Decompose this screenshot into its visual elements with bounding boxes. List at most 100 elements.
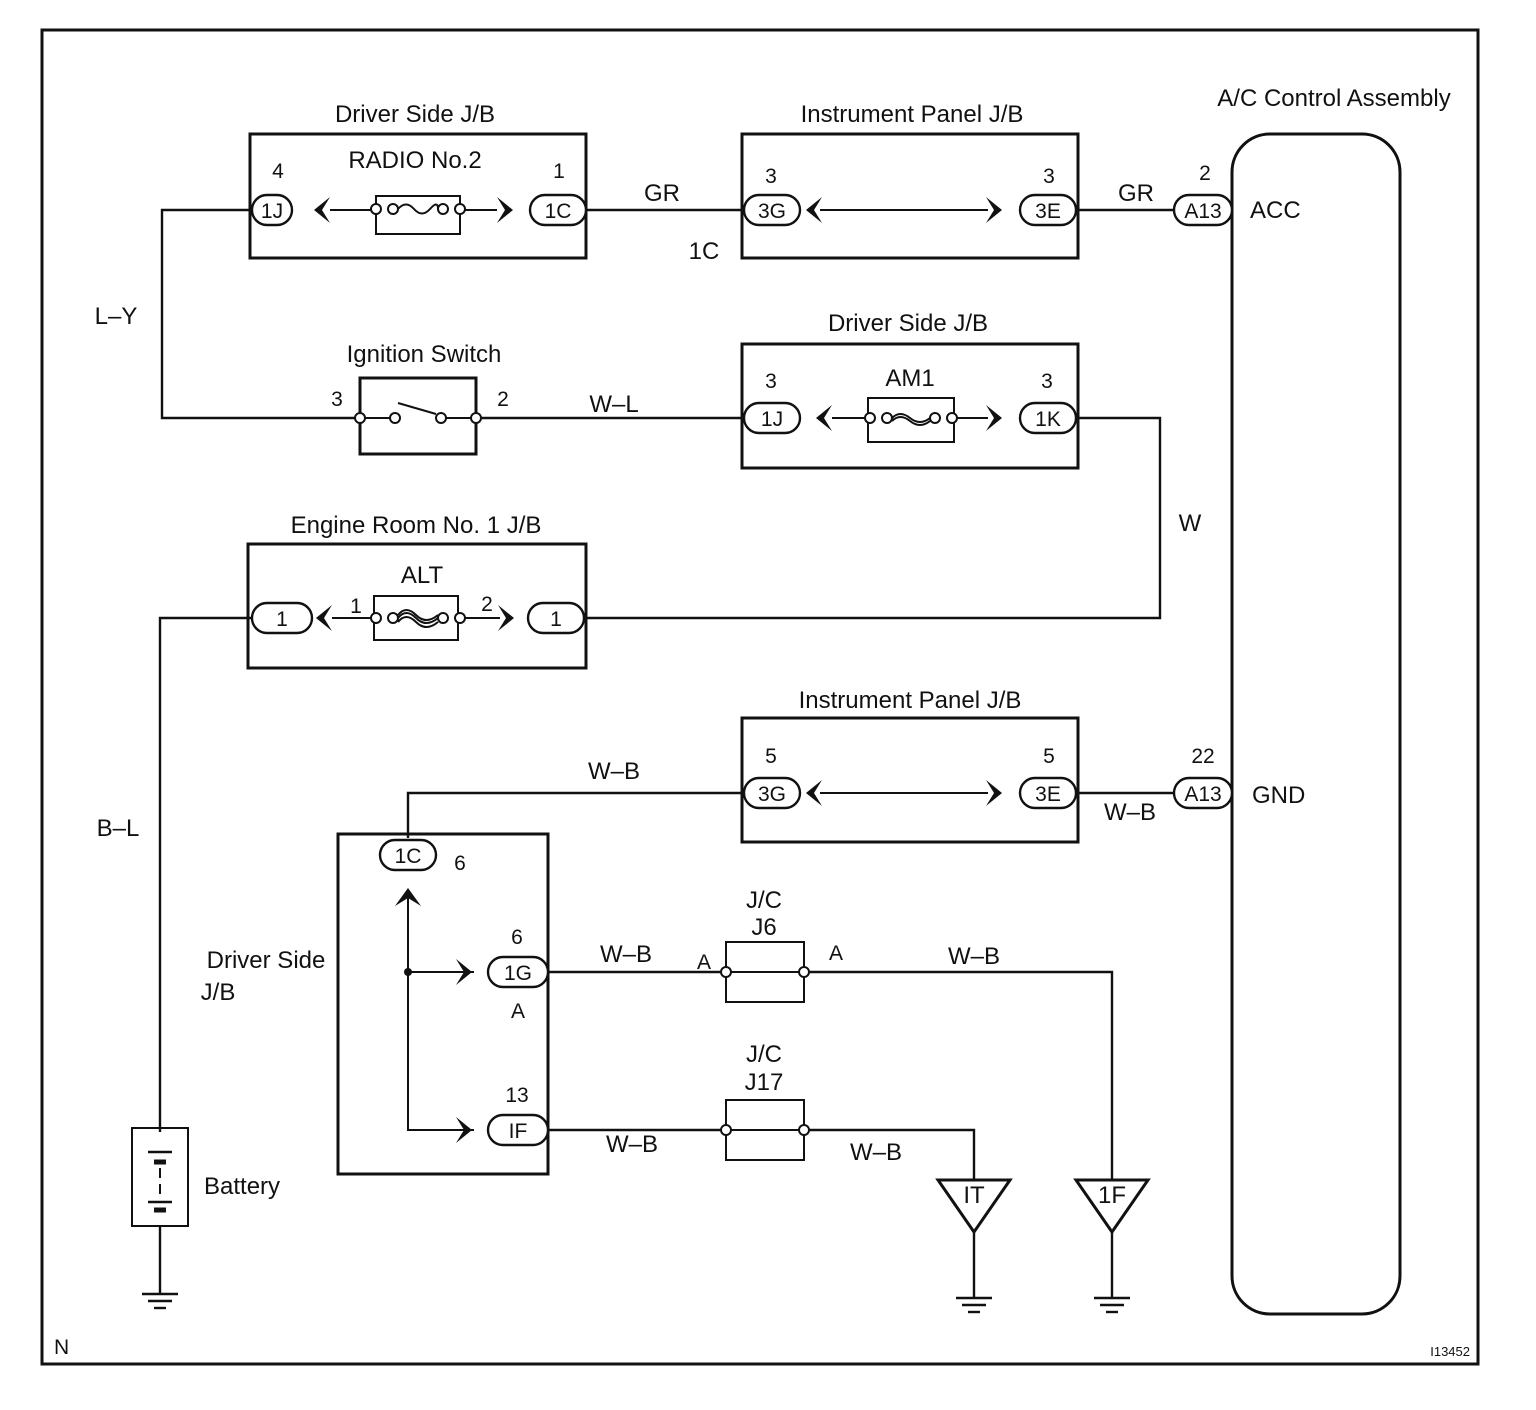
pin-13-if-label: 13 <box>505 1084 528 1107</box>
pin-2-a13-label: 2 <box>1199 162 1211 185</box>
connector-1j-top-label: 1J <box>261 200 283 223</box>
instrument-panel-jb-top-title: Instrument Panel J/B <box>801 101 1024 128</box>
am1-fuse-label: AM1 <box>885 365 934 392</box>
pin-3-1j-label: 3 <box>765 370 777 393</box>
connector-a13-gnd-label: A13 <box>1184 783 1221 806</box>
wire-w-b-top-label: W–B <box>588 758 640 785</box>
arrow-icon <box>456 1117 472 1143</box>
connector-1c-bottom <box>378 838 438 872</box>
wire-w-b-j6-right-label: W–B <box>948 943 1000 970</box>
pin-3-1k-label: 3 <box>1041 370 1053 393</box>
instrument-panel-jb-bottom-box <box>740 716 1080 844</box>
connector-engine-right-label: 1 <box>550 608 562 631</box>
wire-gr-2-label: GR <box>1118 180 1154 207</box>
arrow-icon <box>314 197 330 223</box>
driver-side-jb-mid-box <box>740 342 1080 470</box>
radio-no2-fuse-label: RADIO No.2 <box>348 147 481 174</box>
battery-icon <box>131 1127 189 1227</box>
engine-room-jb-title: Engine Room No. 1 J/B <box>291 512 542 539</box>
alt-fuse-label: ALT <box>401 562 444 589</box>
ignition-switch-box <box>358 376 478 456</box>
connector-1k-mid-label: 1K <box>1035 408 1061 431</box>
radio-no2-fuse <box>370 195 466 235</box>
ground-icon <box>956 1296 992 1314</box>
driver-side-jb-bottom-title-1: Driver Side <box>207 947 326 974</box>
wire-gr-label: GR <box>644 180 680 207</box>
arrow-icon <box>806 197 822 223</box>
instrument-panel-jb-top-box <box>740 132 1080 260</box>
connector-1c-bottom-label: 1C <box>395 845 422 868</box>
wire-w-l-label: W–L <box>589 391 638 418</box>
ignition-switch-title: Ignition Switch <box>347 341 502 368</box>
driver-side-jb-top-box <box>248 132 588 260</box>
connector-3e-top <box>1018 193 1078 227</box>
connector-1g-bottom-label: 1G <box>504 962 532 985</box>
driver-side-jb-bottom-title-2: J/B <box>201 979 236 1006</box>
driver-side-jb-bottom-box <box>336 832 550 1176</box>
engine-room-jb-box <box>246 542 588 670</box>
alt-fuse <box>370 595 466 641</box>
ground-it-label: IT <box>963 1182 985 1209</box>
pin-6-1g-label: 6 <box>511 926 523 949</box>
battery-label: Battery <box>204 1173 280 1200</box>
pin-1-radio-label: 1 <box>553 160 565 183</box>
pin-3-3g-label: 3 <box>765 165 777 188</box>
pin-22-a13-label: 22 <box>1191 745 1214 768</box>
instrument-panel-jb-bottom-title: Instrument Panel J/B <box>799 687 1022 714</box>
wire-w-b-acgnd-label: W–B <box>1104 799 1156 826</box>
ground-point-1f <box>1073 1178 1151 1235</box>
pin-3-3e-label: 3 <box>1043 165 1055 188</box>
pin-5-3g-label: 5 <box>765 745 777 768</box>
pin-5-3e-label: 5 <box>1043 745 1055 768</box>
connector-a13-acc-label: A13 <box>1184 200 1221 223</box>
connector-if-bottom-label: IF <box>509 1120 528 1143</box>
pin-3-ign-label: 3 <box>331 388 343 411</box>
arrow-icon <box>456 959 472 985</box>
pin-4-label: 4 <box>272 160 284 183</box>
ac-control-assembly-title: A/C Control Assembly <box>1217 85 1450 112</box>
ground-icon <box>1094 1296 1130 1314</box>
pin-2-ign-label: 2 <box>497 388 509 411</box>
am1-fuse <box>864 397 958 443</box>
pin-a-1g-label: A <box>511 1000 525 1023</box>
ground-1f-label: 1F <box>1098 1182 1126 1209</box>
jc-j6-title-1: J/C <box>746 887 782 914</box>
switch-contact-icon <box>397 402 437 415</box>
pin-a-j6-left-label: A <box>697 951 711 974</box>
connector-engine-left-label: 1 <box>276 608 288 631</box>
connector-1j-mid-label: 1J <box>761 408 783 431</box>
junction-dot <box>404 968 412 976</box>
wire-w-b-j6-left-label: W–B <box>600 941 652 968</box>
arrow-icon <box>986 197 1002 223</box>
pin-1-alt-label: 1 <box>350 595 362 618</box>
arrow-icon <box>816 405 832 431</box>
arrow-icon <box>498 605 514 631</box>
arrow-icon <box>497 197 513 223</box>
arrow-icon <box>806 780 822 806</box>
connector-a13-acc <box>1172 193 1234 227</box>
connector-1c-top-label: 1C <box>545 200 572 223</box>
driver-side-jb-mid-title: Driver Side J/B <box>828 310 988 337</box>
connector-1j-mid <box>742 401 802 435</box>
pin-a-j6-right-label: A <box>829 942 843 965</box>
corner-n-label: N <box>54 1336 69 1359</box>
connector-3g-top-label: 3G <box>758 200 786 223</box>
pin-6-1c-label: 6 <box>454 852 466 875</box>
connector-3e-top-label: 3E <box>1035 200 1061 223</box>
ground-point-it <box>935 1178 1013 1235</box>
figure-code-label: I13452 <box>1430 1344 1470 1359</box>
connector-3e-bottom-label: 3E <box>1035 783 1061 806</box>
ac-control-assembly-box <box>1230 132 1402 1316</box>
wire-w-b-j17-left-label: W–B <box>606 1131 658 1158</box>
driver-side-jb-top-title: Driver Side J/B <box>335 101 495 128</box>
jc-j17-title-2: J17 <box>745 1069 784 1096</box>
wire-w-label: W <box>1179 510 1202 537</box>
arrow-icon <box>316 605 332 631</box>
connector-engine-right <box>526 601 586 635</box>
acc-terminal-label: ACC <box>1250 197 1301 224</box>
ground-icon <box>142 1292 178 1310</box>
connector-1c-loose-label: 1C <box>689 238 720 265</box>
arrow-icon <box>986 780 1002 806</box>
diagram-frame <box>40 28 1480 1366</box>
